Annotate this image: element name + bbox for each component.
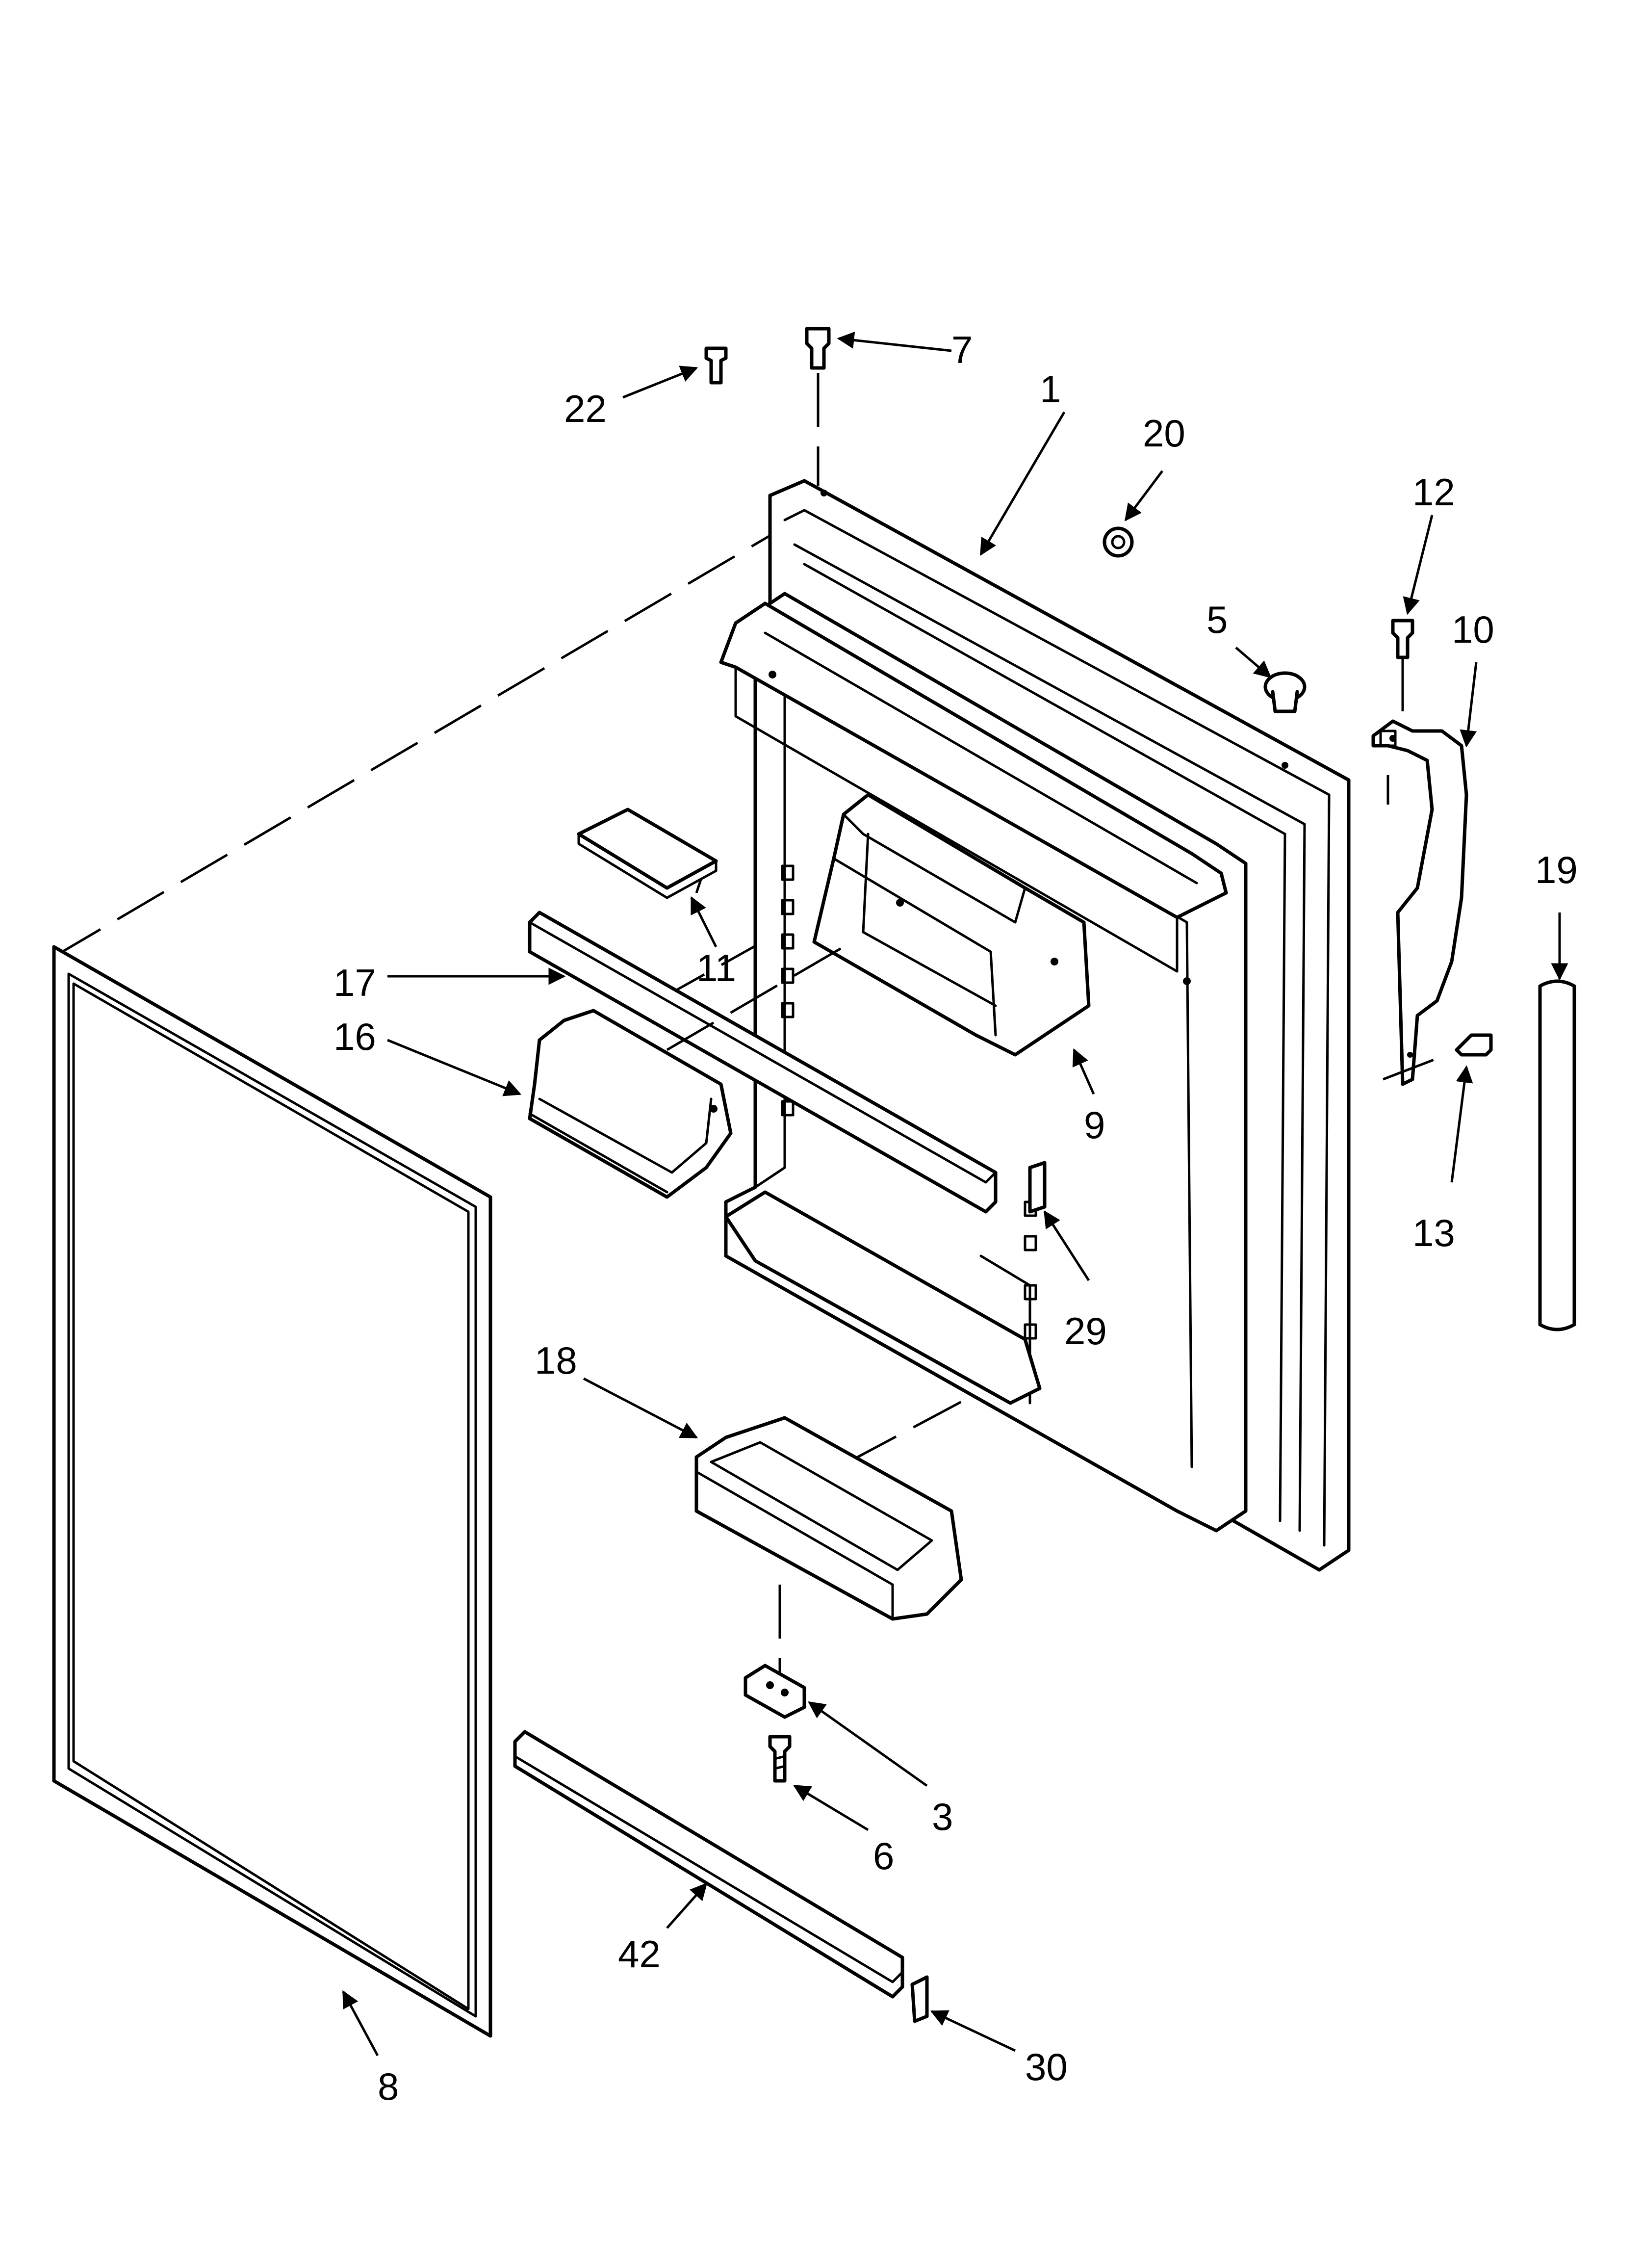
- hinge-bracket: [744, 1664, 806, 1719]
- leader-lines: [342, 332, 1568, 2057]
- shelf-clip: [1028, 1161, 1047, 1214]
- hole-plug: [1263, 671, 1307, 713]
- hinge-pin: [704, 346, 728, 385]
- callout-8: 8: [378, 2065, 399, 2108]
- door-gasket: [52, 945, 492, 2038]
- top-hinge-screw: [805, 327, 831, 486]
- dairy-cover: [528, 1009, 733, 1199]
- callout-42: 42: [618, 1932, 661, 1976]
- callout-12: 12: [1412, 470, 1455, 514]
- shelf-trim: [528, 911, 998, 1214]
- callout-11: 11: [696, 946, 736, 990]
- callout-22: 22: [564, 387, 607, 430]
- door-handle: [1371, 719, 1468, 1086]
- hinge-screw: [768, 1735, 792, 1783]
- callout-18: 18: [535, 1339, 577, 1382]
- callout-labels: 1 3 5 6 7 8 9 10 11 12 13 16 17 18 19 20…: [334, 328, 1578, 2108]
- callout-6: 6: [873, 1834, 894, 1877]
- handle-screw-top: [1391, 619, 1414, 726]
- callout-7: 7: [951, 328, 973, 371]
- callout-29: 29: [1064, 1309, 1107, 1353]
- callout-9: 9: [1084, 1103, 1105, 1147]
- callout-13: 13: [1412, 1211, 1455, 1254]
- trim-clip: [910, 1975, 929, 2023]
- dairy-bin: [812, 793, 1091, 1057]
- handle-gasket-strip: [1538, 979, 1576, 1331]
- cap-plug: [1103, 526, 1134, 558]
- callout-5: 5: [1206, 598, 1228, 641]
- callout-17: 17: [334, 961, 376, 1004]
- callout-3: 3: [932, 1795, 953, 1838]
- butter-lid: [577, 808, 718, 899]
- callout-30: 30: [1025, 2045, 1068, 2088]
- callout-16: 16: [334, 1015, 376, 1058]
- callout-1: 1: [1040, 367, 1061, 411]
- handle-screw-bottom: [1455, 1033, 1493, 1057]
- door-bin: [694, 1416, 963, 1678]
- callout-20: 20: [1143, 412, 1185, 455]
- callout-19: 19: [1535, 848, 1578, 891]
- callout-10: 10: [1452, 608, 1494, 651]
- bottom-trim: [513, 1730, 904, 1999]
